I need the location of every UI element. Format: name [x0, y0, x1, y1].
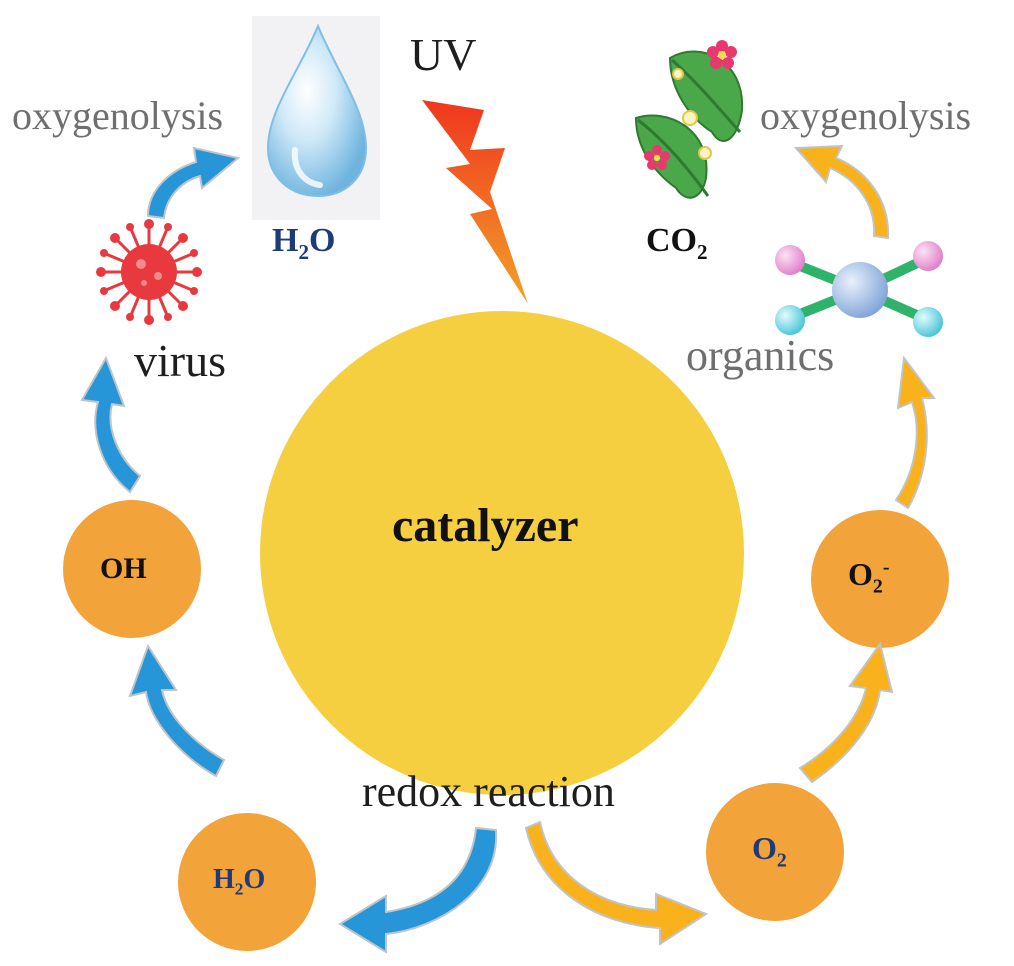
blue-arrow-virus-to-oxygenolysis: [146, 146, 241, 220]
blue-arrow-h2o-to-oh: [128, 643, 226, 778]
yellow-arrow-redox-to-o2: [524, 820, 709, 946]
h2o-top-rest: O: [309, 222, 336, 259]
uv-label: UV: [410, 29, 477, 80]
redox-reaction-label: redox reaction: [362, 767, 615, 816]
h2o-top-base: H: [272, 222, 299, 259]
h2o-node: [178, 813, 316, 951]
h2o-top-label: H2O: [272, 222, 335, 265]
o2-label: O2: [752, 830, 787, 872]
oxygenolysis-left-label: oxygenolysis: [12, 93, 224, 138]
h2o-bottom-sub: 2: [234, 879, 244, 899]
co2-sub: 2: [697, 239, 708, 264]
catalyzer-circle: [260, 311, 744, 795]
lightning-icon: [422, 100, 528, 304]
leaves-flowers-icon: [634, 40, 744, 199]
o2-minus-node: [811, 510, 949, 648]
co2-label: CO2: [646, 222, 708, 265]
h2o-top-sub: 2: [298, 239, 309, 264]
oh-label: OH: [100, 552, 147, 585]
h2o-bottom-rest: O: [243, 864, 266, 895]
water-drop-icon: [252, 16, 380, 220]
yellow-arrow-o2-to-o2-minus: [798, 641, 894, 784]
h2o-bottom-label: H2O: [213, 864, 265, 900]
oh-node: [63, 500, 201, 638]
o2-minus-label: O2-: [848, 556, 889, 598]
o2-sub: 2: [776, 849, 787, 872]
o2-minus-base: O: [848, 556, 873, 592]
molecule-icon: [775, 241, 943, 337]
virus-icon: [96, 219, 202, 325]
o2-minus-sub: 2: [872, 575, 883, 598]
organics-label: organics: [686, 331, 835, 380]
yellow-arrow-molecule-to-oxygenolysis: [793, 144, 890, 240]
co2-base: CO: [646, 222, 697, 259]
blue-arrow-oh-to-virus: [80, 355, 142, 494]
h2o-bottom-base: H: [213, 864, 235, 895]
virus-label: virus: [134, 335, 226, 386]
catalyzer-label: catalyzer: [392, 499, 579, 552]
blue-arrow-redox-to-h2o: [338, 826, 498, 954]
oxygenolysis-right-label: oxygenolysis: [760, 93, 972, 138]
yellow-arrow-o2-minus-to-organics: [894, 355, 936, 510]
o2-node: [706, 783, 844, 921]
o2-base: O: [752, 830, 777, 866]
o2-minus-sup: -: [882, 556, 890, 579]
